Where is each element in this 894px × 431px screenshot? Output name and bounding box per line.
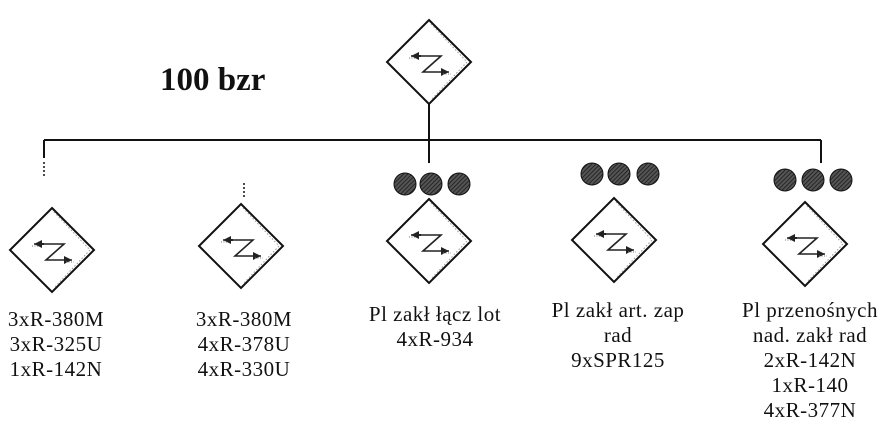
unit-1-line-2: 3xR-325U xyxy=(9,332,103,356)
unit-2-radio-relay-icon xyxy=(198,203,284,289)
unit-4-line-2: rad xyxy=(603,323,633,347)
unit-1-radio-relay-icon xyxy=(9,207,95,293)
unit-2-line-3: 4xR-330U xyxy=(197,357,291,381)
unit-5-line-2: nad. zakł rad xyxy=(752,323,868,347)
unit-1-line-1: 3xR-380M xyxy=(7,307,105,331)
unit-2-line-1: 3xR-380M xyxy=(195,307,293,331)
unit-1-line-3: 1xR-142N xyxy=(9,357,103,381)
unit-5-line-5: 4xR-377N xyxy=(763,398,857,422)
unit-3-radio-relay-icon xyxy=(386,198,472,284)
unit-5-line-1: Pl przenośnych xyxy=(742,298,878,322)
link-circles-5 xyxy=(773,168,853,192)
unit-2-line-2: 4xR-378U xyxy=(197,332,291,356)
unit-title: 100 bzr xyxy=(160,62,266,98)
unit-5-radio-relay-icon xyxy=(762,201,848,287)
unit-3-label: Pl zakł łącz lot 4xR-934 xyxy=(355,302,515,352)
unit-3-line-1: Pl zakł łącz lot xyxy=(368,302,502,326)
unit-4-line-1: Pl zakł art. zap xyxy=(551,298,685,322)
unit-5-line-4: 1xR-140 xyxy=(771,373,849,397)
unit-5-line-3: 2xR-142N xyxy=(763,348,857,372)
unit-3-line-2: 4xR-934 xyxy=(396,327,474,351)
hq-radio-relay-icon xyxy=(386,19,472,105)
link-circles-4 xyxy=(580,162,660,186)
unit-4-label: Pl zakł art. zap rad 9xSPR125 xyxy=(538,298,698,373)
unit-4-line-3: 9xSPR125 xyxy=(571,348,665,372)
unit-5-label: Pl przenośnych nad. zakł rad 2xR-142N 1x… xyxy=(730,298,890,423)
unit-4-radio-relay-icon xyxy=(571,197,657,283)
link-circles-3 xyxy=(393,172,471,196)
unit-1-label: 3xR-380M 3xR-325U 1xR-142N xyxy=(0,307,112,382)
unit-2-label: 3xR-380M 4xR-378U 4xR-330U xyxy=(188,307,300,382)
